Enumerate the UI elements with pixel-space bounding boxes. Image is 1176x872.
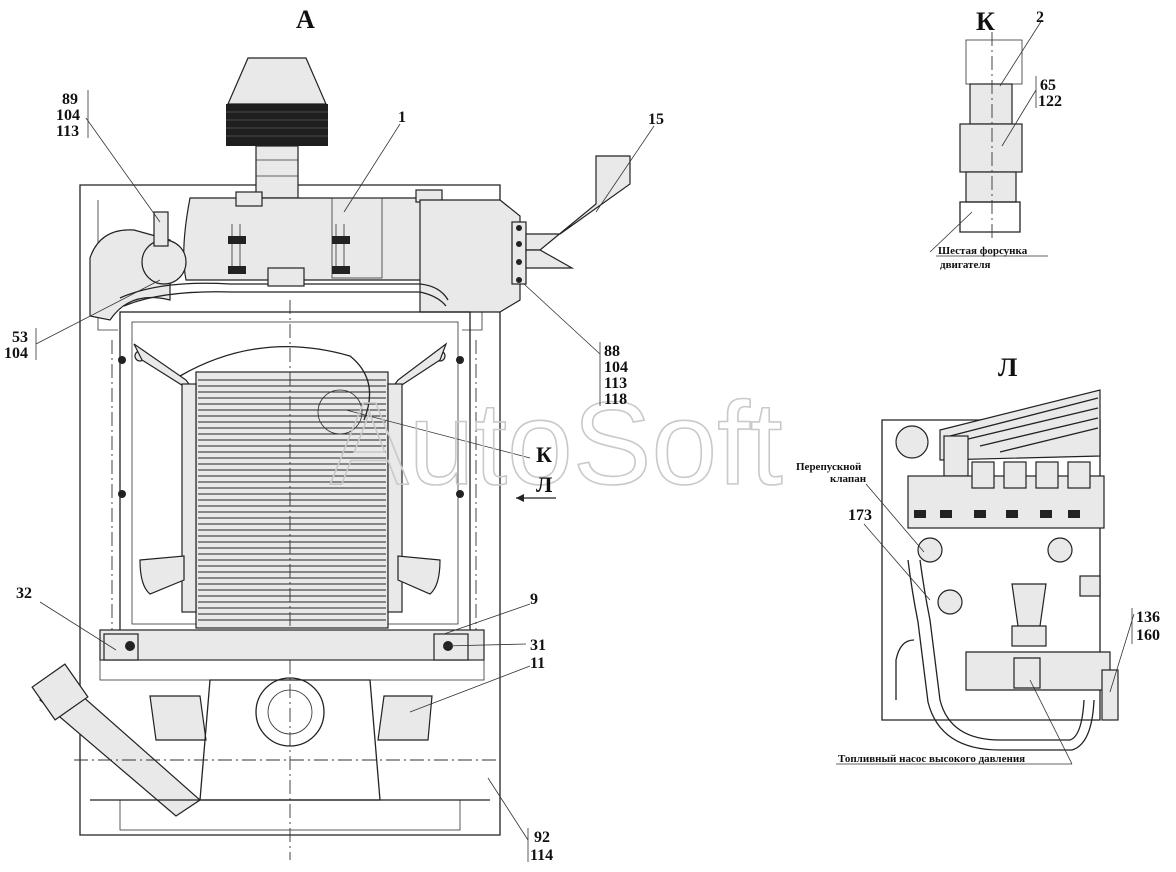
- pump-filler: [1011, 583, 1047, 627]
- injector-note-line1: Шестая форсунка: [938, 245, 1028, 257]
- exhaust-flange: [511, 221, 527, 285]
- watermark: AutoSoft: [330, 378, 783, 510]
- air-filter-mesh: [226, 104, 328, 146]
- callout-1: 1: [398, 109, 406, 126]
- callout-122: 122: [1038, 93, 1062, 110]
- view-l-title: Л: [998, 353, 1017, 382]
- bypass-note-line1: Перепускной: [796, 461, 862, 473]
- lower-beam: [99, 629, 485, 661]
- bypass-note-line2: клапан: [830, 473, 867, 485]
- view-a-title: А: [296, 5, 315, 34]
- view-k-title: К: [976, 7, 995, 36]
- exhaust-housing: [419, 199, 521, 313]
- callout-104-c: 104: [604, 359, 628, 376]
- callouts: 89 104 113 1 15 53 104 88 104 113 118 32…: [4, 9, 1160, 864]
- frame-panel: [79, 184, 501, 836]
- crank-pulley: [255, 677, 325, 747]
- callout-89: 89: [62, 91, 78, 108]
- callout-104-a: 104: [56, 107, 80, 124]
- air-cleaner-body: [183, 197, 431, 281]
- callout-114: 114: [530, 847, 553, 864]
- exhaust-pipe-upper: [525, 155, 631, 251]
- callout-113-a: 113: [56, 123, 79, 140]
- detail-k-circle: [317, 389, 363, 435]
- callout-53: 53: [12, 329, 28, 346]
- pump-note: Топливный насос высокого давления: [838, 753, 1025, 765]
- callout-136: 136: [1136, 609, 1160, 626]
- callout-113-b: 113: [604, 375, 627, 392]
- intake-pipe: [255, 145, 299, 199]
- callout-2: 2: [1036, 9, 1044, 26]
- intake-clamp: [141, 239, 187, 285]
- left-hose-fitting: [139, 555, 185, 595]
- section-mark-k: К: [536, 442, 552, 467]
- callout-9: 9: [530, 591, 538, 608]
- air-filter-cap: [227, 57, 327, 105]
- callout-92: 92: [534, 829, 550, 846]
- injector-note-line2: двигателя: [940, 259, 991, 271]
- callout-118: 118: [604, 391, 627, 408]
- callout-31: 31: [530, 637, 546, 654]
- left-mount: [149, 695, 207, 741]
- right-mount: [377, 695, 433, 741]
- leader-lines-l: [863, 483, 1135, 765]
- callout-15: 15: [648, 111, 664, 128]
- top-pipe: [119, 282, 449, 301]
- callout-173: 173: [848, 507, 872, 524]
- view-l-detail: [881, 389, 1119, 751]
- section-mark-l: Л: [536, 472, 553, 497]
- view-a-assembly: [31, 57, 631, 860]
- callout-160: 160: [1136, 627, 1160, 644]
- leader-lines-a: [35, 117, 655, 841]
- callout-88: 88: [604, 343, 620, 360]
- callout-32: 32: [16, 585, 32, 602]
- right-hose-fitting: [397, 555, 441, 595]
- exhaust-elbow: [525, 249, 575, 269]
- callout-11: 11: [530, 655, 545, 672]
- view-k-detail: [929, 19, 1043, 253]
- callout-65: 65: [1040, 77, 1056, 94]
- callout-104-b: 104: [4, 345, 28, 362]
